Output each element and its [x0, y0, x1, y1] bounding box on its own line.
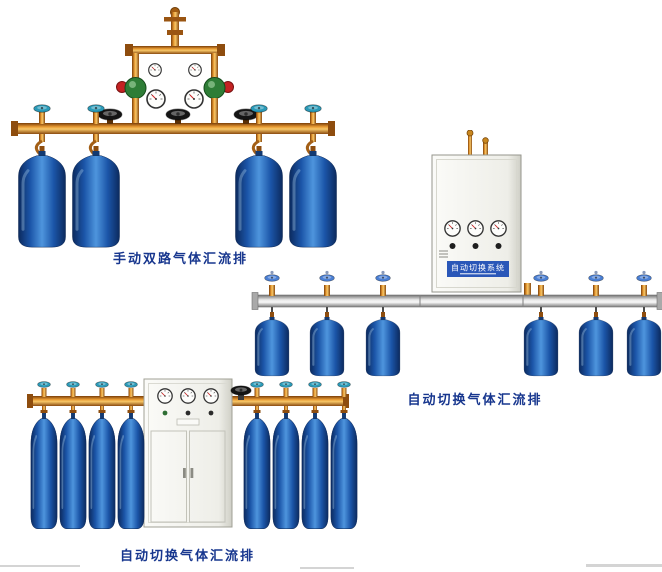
cylinder-valve — [308, 381, 322, 414]
valve-handwheel — [66, 381, 80, 388]
caption-auto-switch-floor: 自动切换气体汇流排 — [119, 549, 255, 564]
gas-cylinder — [626, 317, 662, 377]
cabinet-knob — [185, 410, 191, 416]
gas-cylinder — [30, 413, 58, 531]
pressure-regulator-left — [116, 63, 166, 125]
valve-handwheel — [636, 274, 652, 282]
manual-dual-manifold-illustration — [11, 7, 338, 249]
page-edge-artifact — [300, 567, 354, 569]
gas-cylinder — [330, 413, 358, 531]
pressure-gauge — [203, 388, 219, 404]
valve-handwheel — [250, 104, 268, 113]
page-edge-artifact — [0, 565, 80, 567]
auto-switch-floor-manifold-illustration — [27, 378, 358, 531]
valve-handwheel — [124, 381, 138, 388]
cylinder-valve — [279, 381, 293, 414]
gas-cylinder — [365, 317, 401, 377]
valve-handwheel — [308, 381, 322, 388]
cylinder-valve — [95, 381, 109, 414]
gas-cylinder — [59, 413, 87, 531]
cabinet-knob — [472, 243, 479, 249]
gas-cylinder — [272, 413, 300, 531]
auto-switch-wall-manifold-illustration: 自动切换系统 — [251, 130, 662, 377]
gas-cylinder — [17, 151, 67, 249]
gas-cylinder — [301, 413, 329, 531]
valve-handwheel — [264, 274, 280, 282]
valve-handwheel — [87, 104, 105, 113]
regulator-body — [124, 77, 147, 99]
pressure-gauge — [184, 89, 204, 109]
valve-handwheel — [375, 274, 391, 282]
gas-cylinder — [254, 317, 290, 377]
valve-handwheel — [337, 381, 351, 388]
gas-cylinder — [523, 317, 559, 377]
control-cabinet — [143, 378, 233, 528]
shutoff-valve — [165, 108, 191, 124]
gas-cylinder — [71, 151, 121, 249]
cabinet-knob — [162, 410, 168, 416]
cylinder-connection — [523, 270, 559, 377]
pressure-gauge — [444, 220, 461, 237]
gas-cylinder — [88, 413, 116, 531]
manifold-pipe — [251, 292, 662, 310]
pressure-gauge — [157, 388, 173, 404]
door-handle — [183, 468, 186, 478]
shutoff-valve — [233, 108, 259, 124]
gas-cylinder — [117, 413, 145, 531]
pressure-gauge — [180, 388, 196, 404]
pressure-gauge — [148, 63, 162, 77]
cylinder-connection — [626, 270, 662, 377]
cabinet-nameplate — [176, 418, 200, 426]
cylinder-connection — [234, 104, 284, 249]
cylinder-valve — [337, 381, 351, 414]
valve-handwheel — [533, 274, 549, 282]
valve-handwheel — [250, 381, 264, 388]
pressure-gauge — [188, 63, 202, 77]
cylinder-connection — [254, 270, 290, 377]
cabinet-door — [189, 430, 226, 523]
cylinder-valve — [124, 381, 138, 414]
valve-handwheel — [319, 274, 335, 282]
pressure-gauge — [146, 89, 166, 109]
cylinder-valve — [250, 381, 264, 414]
cabinet-knob — [208, 410, 214, 416]
inlet-header-pipes — [125, 7, 225, 76]
cabinet-door — [150, 430, 187, 523]
cylinder-connection — [17, 104, 67, 249]
valve-handwheel — [230, 385, 252, 396]
door-handle — [190, 468, 194, 478]
caption-manual-dual-manifold: 手动双路气体汇流排 — [112, 252, 248, 267]
valve-handwheel — [165, 108, 191, 121]
pressure-regulator-right — [184, 63, 234, 125]
valve-handwheel — [33, 104, 51, 113]
control-cabinet: 自动切换系统 — [431, 130, 522, 293]
cabinet-label: 自动切换系统 — [451, 263, 505, 273]
pressure-gauge — [467, 220, 484, 237]
cylinder-valve — [66, 381, 80, 414]
shutoff-valve — [230, 385, 252, 400]
cylinder-valve — [37, 381, 51, 414]
cylinder-connection — [71, 104, 121, 249]
valve-handwheel — [279, 381, 293, 388]
cylinder-connection — [578, 270, 614, 377]
cylinder-connection — [288, 104, 338, 249]
gas-cylinder — [578, 317, 614, 377]
caption-auto-switch-wall: 自动切换气体汇流排 — [407, 393, 543, 408]
cabinet-knob — [449, 243, 456, 249]
page-edge-artifact — [586, 564, 662, 567]
main-manifold-pipe — [11, 121, 335, 136]
shutoff-valve — [97, 108, 123, 124]
cylinder-connection — [309, 270, 345, 377]
gas-cylinder — [309, 317, 345, 377]
regulator-body — [203, 77, 226, 99]
vent-slots — [439, 250, 448, 258]
valve-handwheel — [588, 274, 604, 282]
valve-handwheel — [37, 381, 51, 388]
cabinet-knob — [495, 243, 502, 249]
gas-cylinder — [243, 413, 271, 531]
valve-handwheel — [304, 104, 322, 113]
pressure-gauge — [490, 220, 507, 237]
valve-handwheel — [95, 381, 109, 388]
cylinder-connection — [365, 270, 401, 377]
